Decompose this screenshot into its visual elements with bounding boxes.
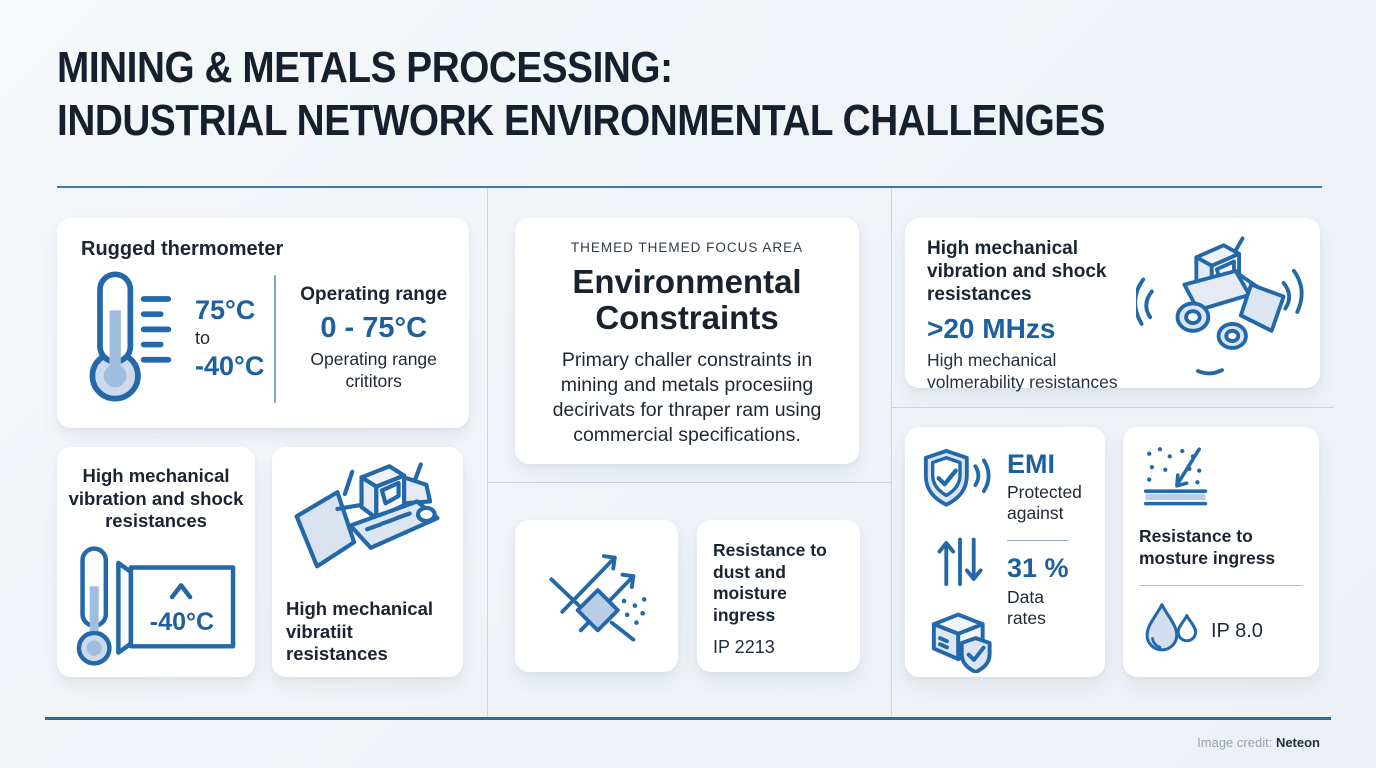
thermometer-flag-icon: -40°C [70, 543, 242, 674]
shield-check-waves-icon [919, 445, 1001, 520]
focus-heading-line2: Constraints [595, 298, 779, 336]
box-shield-icon [923, 605, 997, 678]
emi-label: Protected against [1007, 482, 1082, 523]
dust-title: Resistance to dust and moisture ingress [713, 540, 827, 626]
up-down-arrows-icon [936, 532, 984, 595]
temp-low: -40°C [195, 350, 265, 381]
card-dust-resistance: Resistance to dust and moisture ingress … [697, 520, 860, 672]
water-drops-icon [1139, 600, 1201, 663]
emi-text-column: EMI Protected against 31 % Data rates [999, 445, 1091, 665]
temp-join: to [195, 328, 211, 349]
moisture-title: Resistance to mosture ingress [1139, 526, 1276, 568]
bulldozer-icon [289, 457, 447, 588]
center-row-divider [488, 482, 891, 483]
emi-value: EMI [1007, 449, 1056, 479]
wheel-loader-vibration-icon [1136, 236, 1308, 376]
column-divider-right [891, 188, 892, 717]
emi-icon-column [919, 445, 1001, 675]
operating-range-caption: Operating range crititors [310, 349, 437, 391]
page-title-line2: INDUSTRIAL NETWORK ENVIRONMENTAL CHALLEN… [57, 95, 1106, 145]
card-dozer-vibration: High mechanical vibratiit resistances [272, 447, 463, 677]
page-title: MINING & METALS PROCESSING: INDUSTRIAL N… [57, 42, 1105, 148]
dozer-caption: High mechanical vibratiit resistances [286, 598, 434, 664]
shock-title: High mechanical vibration and shock resi… [68, 465, 244, 532]
temp-high: 75°C [195, 295, 256, 326]
temperature-range: 75°C to -40°C [195, 295, 264, 382]
card-inner-divider [274, 274, 277, 403]
moisture-divider [1139, 585, 1303, 587]
emi-stat-label: Data rates [1007, 587, 1046, 628]
card-dust-deflect [515, 520, 678, 672]
vibration-value: >20 MHzs [927, 313, 1056, 345]
flag-temp-value: -40°C [150, 608, 214, 636]
card-shock-resistance: High mechanical vibration and shock resi… [57, 447, 255, 677]
footer-rule [45, 717, 1331, 720]
operating-range-title: Operating range [300, 284, 448, 306]
emi-stat-value: 31 % [1007, 553, 1069, 583]
operating-range-value: 0 - 75°C [320, 312, 428, 345]
rugged-row: 75°C to -40°C Operating range 0 - 75°C O… [81, 267, 455, 410]
focus-eyebrow: THEMED THEMED FOCUS AREA [570, 240, 804, 255]
operating-range-block: Operating range 0 - 75°C Operating range… [292, 284, 455, 393]
focus-heading: Environmental Constraints [533, 264, 841, 335]
moisture-rating: IP 8.0 [1211, 620, 1263, 643]
image-credit: Image credit: Neteon [1197, 735, 1320, 750]
card-vibration-shock: High mechanical vibration and shock resi… [905, 218, 1320, 392]
vibration-text-block: High mechanical vibration and shock resi… [927, 238, 1136, 392]
focus-body: Primary challer constraints in mining an… [552, 349, 822, 447]
image-credit-name: Neteon [1275, 735, 1320, 750]
dust-rating: IP 2213 [713, 636, 775, 657]
dust-deflect-icon [539, 536, 655, 657]
column-divider-left [487, 188, 488, 717]
moisture-rating-row: IP 8.0 [1139, 600, 1303, 663]
right-row-divider [892, 407, 1334, 408]
card-focus-area: THEMED THEMED FOCUS AREA Environmental C… [515, 218, 859, 464]
thermometer-scale-icon [81, 267, 193, 410]
splash-surface-icon [1139, 447, 1213, 513]
card-rugged-thermometer: Rugged thermometer 75°C to -40°C [57, 218, 469, 428]
vibration-title: High mechanical vibration and shock resi… [927, 238, 1107, 305]
page-title-line1: MINING & METALS PROCESSING: [57, 43, 673, 92]
header-rule [57, 186, 1322, 188]
image-credit-label: Image credit: [1197, 735, 1273, 750]
vibration-caption: High mechanical volmerability resistance… [927, 350, 1118, 392]
focus-heading-line1: Environmental [572, 263, 802, 300]
card-moisture-resistance: Resistance to mosture ingress IP 8.0 [1123, 427, 1319, 677]
rugged-title: Rugged thermometer [81, 238, 284, 260]
card-emi-protection: EMI Protected against 31 % Data rates [905, 427, 1105, 677]
emi-divider [1007, 540, 1069, 541]
